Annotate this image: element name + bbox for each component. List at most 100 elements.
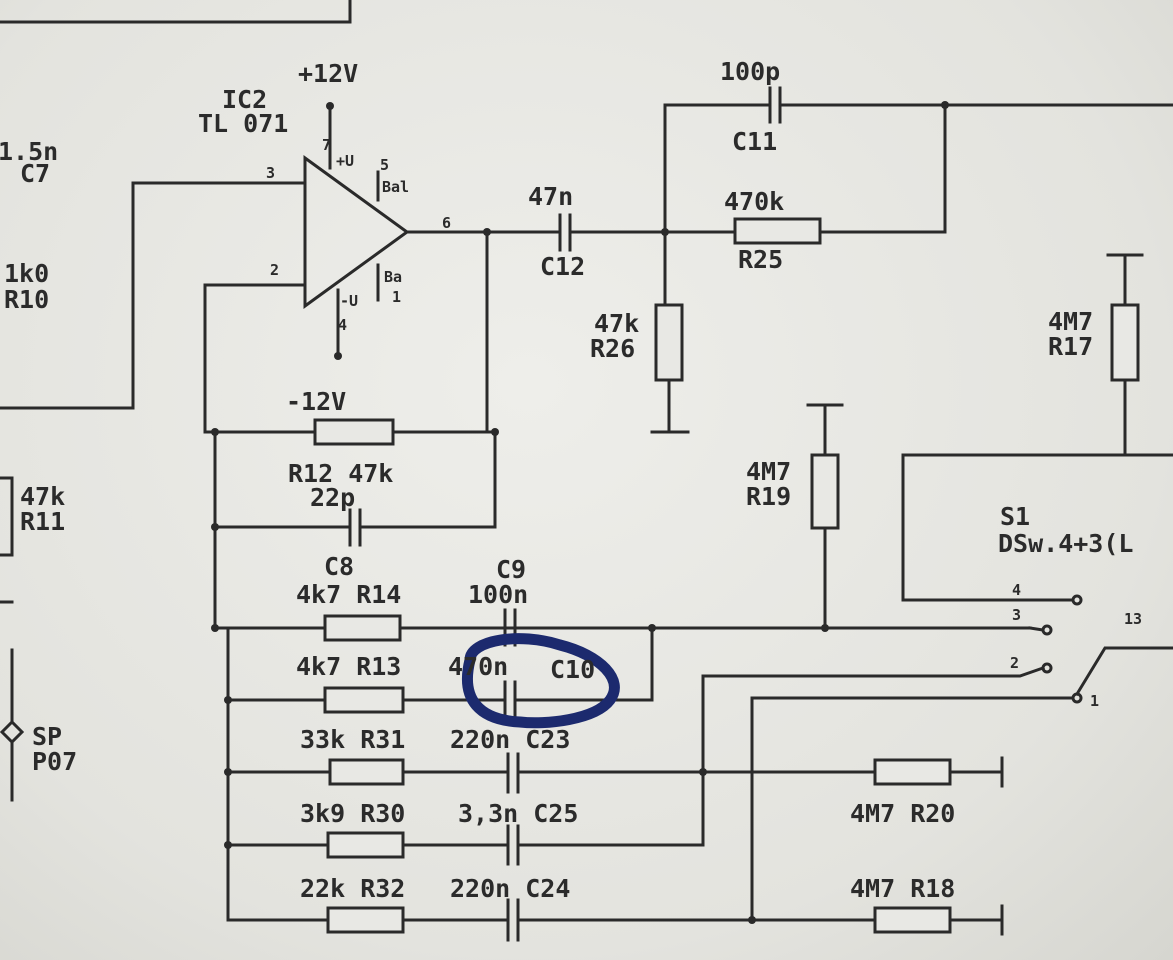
junction	[491, 428, 499, 436]
label-c10-ref: C10	[550, 655, 595, 684]
label-pin3: 3	[266, 164, 275, 182]
r25-body	[733, 217, 822, 245]
sp-test-point	[0, 719, 25, 745]
label-plus-u: +U	[336, 152, 354, 170]
label-minus-u: -U	[340, 292, 358, 310]
label-ic-part: TL 071	[198, 109, 288, 138]
label-pin1: 1	[392, 288, 401, 306]
r20-ground	[948, 756, 1004, 788]
c24-to-switch-wire	[750, 696, 1075, 922]
label-r10-value: 1k0	[4, 259, 49, 288]
label-switch-pin2: 2	[1010, 654, 1019, 672]
label-c12-value: 47n	[528, 182, 573, 211]
r17-body	[1110, 303, 1140, 382]
r19-top-rail	[806, 403, 844, 457]
r12-right-wire	[391, 430, 497, 529]
r26-ground	[650, 378, 690, 434]
junction	[941, 101, 949, 109]
r13-body	[323, 686, 405, 714]
opamp-triangle	[303, 155, 410, 309]
label-pin6: 6	[442, 214, 451, 232]
feedback-left-rail	[203, 283, 217, 630]
junction	[211, 523, 219, 531]
label-r11-ref: R11	[20, 507, 65, 536]
r19-body	[810, 453, 840, 530]
label-r17-value: 4M7	[1048, 307, 1093, 336]
label-switch-pin13: 13	[1124, 610, 1142, 628]
label-switch-pin1: 1	[1090, 692, 1099, 710]
label-r17-ref: R17	[1048, 332, 1093, 361]
r18-body	[873, 906, 952, 934]
label-c7-ref: C7	[20, 159, 50, 188]
r30-body	[326, 831, 405, 859]
label-c9-value: 100n	[468, 580, 528, 609]
input-wire-plus	[0, 181, 302, 410]
vplus-terminal	[326, 102, 334, 110]
label-r19-ref: R19	[746, 482, 791, 511]
label-c12-ref: C12	[540, 252, 585, 281]
r14-body	[323, 614, 402, 642]
label-pin4: 4	[338, 316, 347, 334]
r20-body	[873, 758, 952, 786]
label-switch-pin3: 3	[1012, 606, 1021, 624]
switch-contact-4	[1071, 594, 1083, 606]
label-c23: 220n C23	[450, 725, 570, 754]
label-c11-value: 100p	[720, 57, 780, 86]
label-c10-value: 470n	[448, 652, 508, 681]
label-r14: 4k7 R14	[296, 580, 401, 609]
label-vplus: +12V	[298, 59, 358, 88]
label-c7-value: 1.5n	[0, 137, 58, 166]
junction	[211, 624, 219, 632]
label-pin5: 5	[380, 156, 389, 174]
label-ic-ref: IC2	[222, 85, 267, 114]
label-vminus: -12V	[286, 387, 346, 416]
c10-return-wire	[618, 626, 654, 702]
switch-box-outline	[901, 453, 1173, 602]
label-r26-value: 47k	[594, 309, 639, 338]
label-r26-ref: R26	[590, 334, 635, 363]
switch-lead-3	[1028, 626, 1045, 632]
c25-to-switch-wire	[516, 666, 1045, 847]
r17-top-rail	[1106, 253, 1144, 307]
label-pin7: 7	[322, 136, 331, 154]
label-switch-desc: DSw.4+3(L	[998, 529, 1133, 558]
label-c24: 220n C24	[450, 874, 570, 903]
label-switch-ref: S1	[1000, 502, 1030, 531]
r26-body	[654, 303, 684, 382]
r31-body	[328, 758, 405, 786]
label-r25-ref: R25	[738, 245, 783, 274]
junction	[483, 228, 491, 236]
junction	[224, 841, 232, 849]
label-c8-ref: C8	[324, 552, 354, 581]
r25-return-wire	[818, 103, 947, 234]
label-bal: Bal	[382, 178, 409, 196]
r11-box-fragment	[0, 476, 14, 557]
label-po: P07	[32, 747, 77, 776]
vminus-terminal	[334, 352, 342, 360]
label-c8-value: 22p	[310, 483, 355, 512]
label-pin2: 2	[270, 261, 279, 279]
label-r12: R12 47k	[288, 459, 393, 488]
r18-ground	[948, 904, 1004, 936]
label-r20: 4M7 R20	[850, 799, 955, 828]
hand-drawn-circle-annotation	[461, 633, 620, 729]
label-r25-value: 470k	[724, 187, 784, 216]
c11-left-wire	[663, 103, 772, 234]
label-r19-value: 4M7	[746, 457, 791, 486]
r32-body	[326, 906, 405, 934]
label-c25: 3,3n C25	[458, 799, 578, 828]
label-r11-value: 47k	[20, 482, 65, 511]
label-r18: 4M7 R18	[850, 874, 955, 903]
label-c9-ref: C9	[496, 555, 526, 584]
label-r31: 33k R31	[300, 725, 405, 754]
top-left-block-outline	[0, 0, 352, 24]
label-r32: 22k R32	[300, 874, 405, 903]
label-r13: 4k7 R13	[296, 652, 401, 681]
label-ba: Ba	[384, 268, 402, 286]
r12-body	[313, 418, 395, 446]
label-r10-ref: R10	[4, 285, 49, 314]
switch-wiper	[1074, 646, 1173, 697]
label-sp: SP	[32, 722, 62, 751]
